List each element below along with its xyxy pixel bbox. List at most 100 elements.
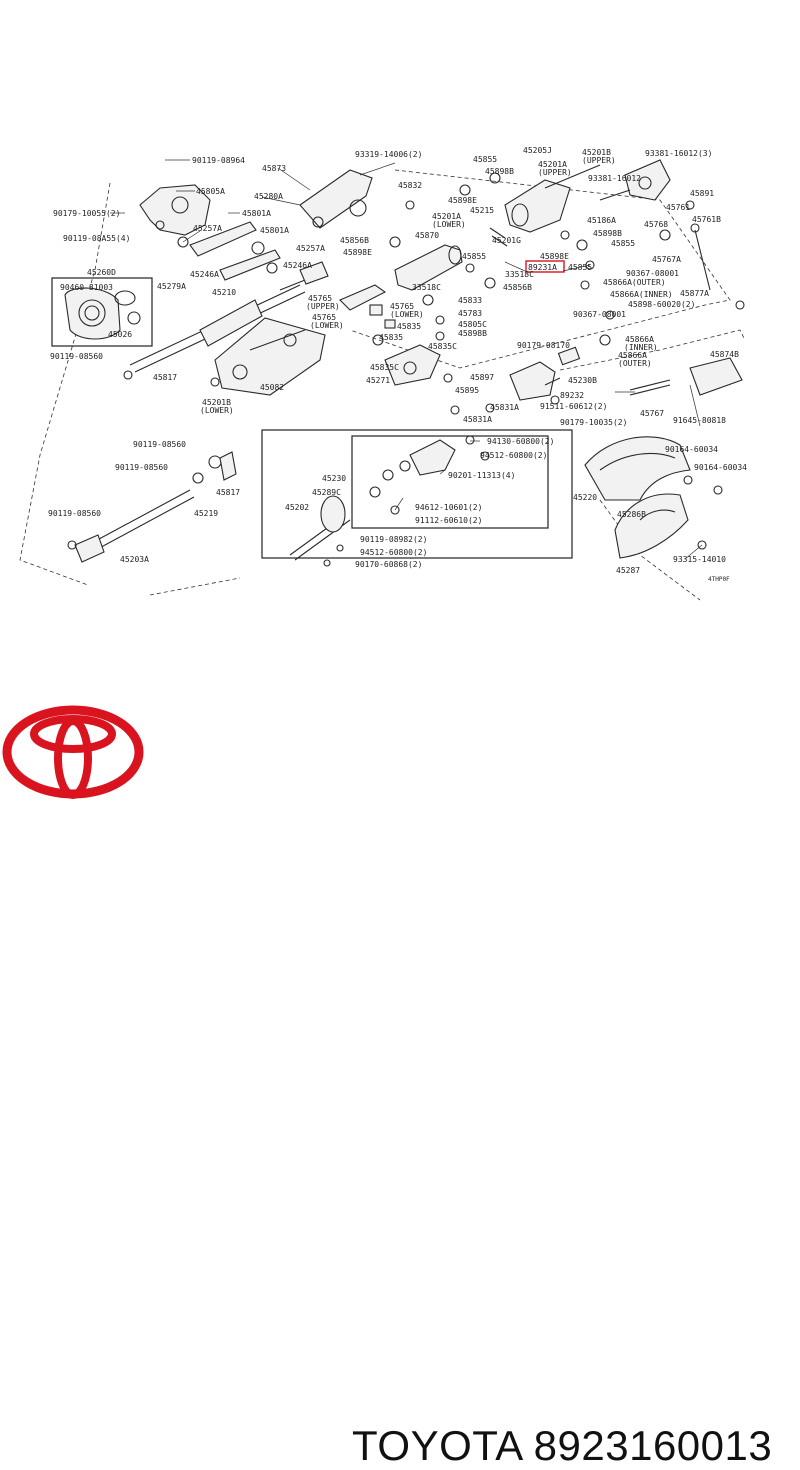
- part-label: 45201G: [492, 236, 521, 245]
- part-label: 45856B: [340, 236, 369, 245]
- part-label: (UPPER): [306, 302, 340, 311]
- part-label: 45898E: [343, 248, 372, 257]
- part-label: 45805C: [458, 320, 487, 329]
- part-label: 90119-08964: [192, 156, 245, 165]
- part-number: 8923160013: [533, 1422, 773, 1469]
- part-label: 45280A: [254, 192, 283, 201]
- part-label: 45260D: [87, 268, 116, 277]
- steering-column-parts-diagram: 90119-08964 45805A 90179-10055(2) 45801A…: [19, 146, 747, 601]
- part-label: 45201A: [538, 160, 567, 169]
- part-label: 45801A: [242, 209, 271, 218]
- part-label: 94612-10601(2): [415, 503, 482, 512]
- part-label: 45761: [666, 203, 690, 212]
- part-label: 45201A: [432, 212, 461, 221]
- brand-footer: TOYOTA 8923160013: [0, 700, 800, 1469]
- part-label: 45866A(OUTER): [603, 278, 666, 287]
- part-label: 45856B: [503, 283, 532, 292]
- part-label: 91511-60612(2): [540, 402, 607, 411]
- lower-detail-box: [261, 429, 573, 567]
- part-label: 45215: [470, 206, 494, 215]
- part-label: 45186A: [587, 216, 616, 225]
- part-label: 33518C: [505, 270, 534, 279]
- part-label: 91645-80818: [673, 416, 726, 425]
- part-label: 94512-60800(2): [360, 548, 427, 557]
- part-label: 45767A: [652, 255, 681, 264]
- part-label: (LOWER): [432, 220, 466, 229]
- assembly-outline: [19, 169, 746, 601]
- part-label: 45897: [470, 373, 494, 382]
- part-label: 45866A: [618, 351, 647, 360]
- part-label: 45801A: [260, 226, 289, 235]
- steering-column-main-shaft: [129, 261, 329, 373]
- part-label: 90119-08982(2): [360, 535, 427, 544]
- part-label: 45833: [458, 296, 482, 305]
- part-label: 94512-60800(2): [480, 451, 547, 460]
- part-label: 45831A: [490, 403, 519, 412]
- part-label: 45898-60020(2): [628, 300, 695, 309]
- part-label: 90367-08001: [573, 310, 626, 319]
- part-label: 45873: [262, 164, 286, 173]
- part-label: 45768: [644, 220, 668, 229]
- column-brace-parts: [177, 221, 281, 281]
- part-label: 93381-16012(3): [645, 149, 712, 158]
- part-label: 45210: [212, 288, 236, 297]
- part-label: 89231A: [528, 263, 557, 272]
- part-label: 90119-08560: [133, 440, 186, 449]
- part-label: 89232: [560, 391, 584, 400]
- part-label: 90119-08560: [48, 509, 101, 518]
- part-label: 90367-08001: [626, 269, 679, 278]
- switch-assembly: [485, 346, 743, 413]
- column-cover-lower: [614, 475, 723, 559]
- part-label: (LOWER): [310, 321, 344, 330]
- part-label: 45761B: [692, 215, 721, 224]
- part-label: 45898E: [540, 252, 569, 261]
- part-label: 45246A: [190, 270, 219, 279]
- part-label: 91112-60610(2): [415, 516, 482, 525]
- part-label: 45279A: [157, 282, 186, 291]
- part-label: 45835: [397, 322, 421, 331]
- part-label: 90119-08560: [50, 352, 103, 361]
- part-label: 33518C: [412, 283, 441, 292]
- part-label: (LOWER): [200, 406, 234, 415]
- part-label: 93381-16012: [588, 174, 641, 183]
- part-label: 45831A: [463, 415, 492, 424]
- column-housing-detail-box: [51, 277, 153, 347]
- part-label: 94130-60800(2): [487, 437, 554, 446]
- brand-part-number: TOYOTA 8923160013: [352, 1422, 772, 1470]
- part-label: 90179-10055(2): [53, 209, 120, 218]
- diagram-code: 4THP0F: [708, 576, 730, 583]
- part-label: 90201-11313(4): [448, 471, 515, 480]
- part-label: 45817: [216, 488, 240, 497]
- part-labels: 90119-08964 45805A 90179-10055(2) 45801A…: [48, 146, 747, 575]
- mid-fasteners: [465, 230, 745, 346]
- part-label: 90164-60034: [665, 445, 718, 454]
- column-cover-upper: [584, 436, 691, 501]
- upper-column-bracket: [459, 164, 601, 247]
- part-label: 45898B: [593, 229, 622, 238]
- part-label: 45271: [366, 376, 390, 385]
- part-label: 45817: [153, 373, 177, 382]
- part-label: 45203A: [120, 555, 149, 564]
- part-label: 45805A: [196, 187, 225, 196]
- part-label: 45898B: [458, 329, 487, 338]
- leader-lines: [110, 159, 703, 560]
- part-label: 45201B: [582, 148, 611, 157]
- part-label: 90119-08A55(4): [63, 234, 130, 243]
- intermediate-shaft: [67, 451, 237, 563]
- part-label: 45205J: [523, 146, 552, 155]
- part-label: 45783: [458, 309, 482, 318]
- part-label: 45765: [308, 294, 332, 303]
- part-label: 45866A(INNER): [610, 290, 673, 299]
- part-label: 45257A: [296, 244, 325, 253]
- part-label: 45835C: [428, 342, 457, 351]
- part-label: 90164-60034: [694, 463, 747, 472]
- part-label: 45891: [690, 189, 714, 198]
- part-label: 90179-08170: [517, 341, 570, 350]
- part-label: 45832: [398, 181, 422, 190]
- part-label: 93319-14006(2): [355, 150, 422, 159]
- part-label: 45877A: [680, 289, 709, 298]
- part-label: 45855: [611, 239, 635, 248]
- part-label: (UPPER): [582, 156, 616, 165]
- part-label: 45202: [285, 503, 309, 512]
- part-label: 45287: [616, 566, 640, 575]
